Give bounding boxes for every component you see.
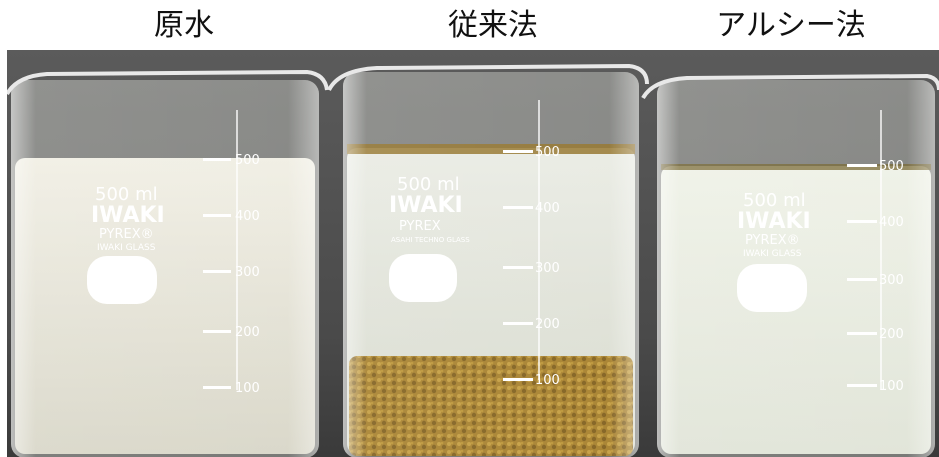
label-patch [87,256,157,304]
grad-label-100: 100 [879,379,904,394]
beaker-photo: 500 ml IWAKI PYREX® IWAKI GLASS 500 400 … [7,50,939,457]
grad-500 [847,164,877,167]
grad-label-500: 500 [235,153,260,168]
beaker-alsea: 500 ml IWAKI PYREX® IWAKI GLASS 500 400 … [641,73,939,457]
grad-200 [203,330,231,333]
capacity-text: 500 ml [743,190,806,211]
grad-500 [503,150,533,153]
grad-label-100: 100 [535,373,560,388]
label-patch [389,254,457,302]
grad-300 [203,270,231,273]
grad-label-200: 200 [535,317,560,332]
grad-300 [847,278,877,281]
grad-label-200: 200 [235,325,260,340]
grad-100 [847,384,877,387]
grad-100 [503,378,533,381]
grad-100 [203,386,231,389]
grad-label-300: 300 [879,273,904,288]
grad-label-200: 200 [879,327,904,342]
beaker-photo-svg: 500 ml IWAKI PYREX® IWAKI GLASS 500 400 … [7,63,939,457]
label-alsea: アルシー法 [716,8,866,43]
label-conventional: 従来法 [448,8,538,43]
grad-label-300: 300 [235,265,260,280]
grad-400 [503,206,533,209]
pyrex-text: PYREX® [745,233,800,248]
grad-label-500: 500 [879,159,904,174]
grad-label-500: 500 [535,145,560,160]
grad-label-100: 100 [235,381,260,396]
caption-row: 原水 従来法 アルシー法 [0,0,939,50]
glass-maker-text: ASAHI TECHNO GLASS [391,236,470,244]
brand-text: IWAKI [91,203,165,228]
grad-200 [847,332,877,335]
brand-text: IWAKI [737,209,811,234]
brand-text: IWAKI [389,193,463,218]
label-patch [737,264,807,312]
glass-maker-text: IWAKI GLASS [743,249,802,259]
pyrex-text: PYREX [399,219,441,234]
glass-maker-text: IWAKI GLASS [97,243,156,253]
grad-400 [847,220,877,223]
grad-500 [203,158,231,161]
grad-label-300: 300 [535,261,560,276]
grad-label-400: 400 [535,201,560,216]
beaker-raw-water: 500 ml IWAKI PYREX® IWAKI GLASS 500 400 … [7,69,329,457]
grad-400 [203,214,231,217]
grad-label-400: 400 [879,215,904,230]
label-raw-water: 原水 [154,8,214,43]
grad-200 [503,322,533,325]
capacity-text: 500 ml [95,184,158,205]
grad-label-400: 400 [235,209,260,224]
capacity-text: 500 ml [397,174,460,195]
beaker-conventional: 500 ml IWAKI PYREX ASAHI TECHNO GLASS 50… [327,63,649,457]
grad-300 [503,266,533,269]
pyrex-text: PYREX® [99,227,154,242]
